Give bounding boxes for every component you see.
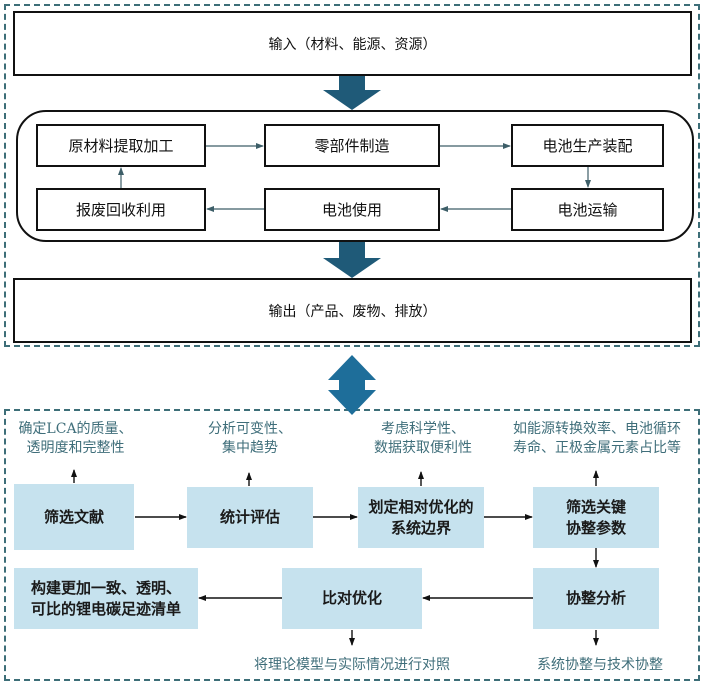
process-statistical-evaluation: 统计评估: [187, 487, 313, 548]
note-line2: 寿命、正极金属元素占比等: [513, 439, 681, 456]
step-raw-materials: 原材料提取加工: [36, 124, 206, 167]
process-label-line1: 构建更加一致、透明、: [30, 579, 181, 598]
note-key-parameters: 如能源转换效率、电池循环 寿命、正极金属元素占比等: [497, 420, 697, 458]
input-label: 输入（材料、能源、资源）: [268, 36, 437, 53]
step-battery-use: 电池使用: [264, 188, 440, 231]
note-line1: 确定LCA的质量、: [18, 421, 133, 437]
double-arrow: [328, 355, 376, 415]
output-box: 输出（产品、废物、排放）: [13, 278, 692, 343]
note-line1: 考虑科学性、: [381, 421, 465, 437]
note-line1: 如能源转换效率、电池循环: [513, 421, 681, 437]
process-label: 统计评估: [219, 508, 280, 527]
input-box: 输入（材料、能源、资源）: [13, 11, 692, 76]
process-key-parameters: 筛选关键 协整参数: [533, 487, 659, 548]
process-compare-optimize: 比对优化: [282, 568, 422, 629]
process-system-boundary: 划定相对优化的 系统边界: [358, 487, 484, 548]
process-label-line1: 筛选关键: [565, 498, 626, 517]
note-compare-optimize: 将理论模型与实际情况进行对照: [232, 656, 472, 675]
process-screen-literature: 筛选文献: [14, 484, 134, 550]
process-label-line2: 可比的锂电碳足迹清单: [30, 599, 181, 618]
note-cointegration: 系统协整与技术协整: [515, 656, 685, 675]
process-label: 比对优化: [321, 589, 382, 608]
note-line2: 数据获取便利性: [374, 439, 472, 456]
lifecycle-group-frame: [4, 4, 700, 347]
note-line1: 分析可变性、: [208, 421, 292, 437]
step-label: 原材料提取加工: [68, 137, 174, 155]
step-label: 电池使用: [321, 201, 382, 219]
step-label: 电池生产装配: [542, 137, 633, 155]
step-battery-assembly: 电池生产装配: [511, 124, 664, 167]
process-cointegration-analysis: 协整分析: [533, 568, 659, 629]
process-label-line1: 划定相对优化的: [368, 498, 474, 517]
step-label: 报废回收利用: [75, 201, 166, 219]
step-parts-manufacturing: 零部件制造: [264, 124, 440, 167]
process-label: 协整分析: [565, 589, 626, 608]
note-system-boundary: 考虑科学性、 数据获取便利性: [360, 420, 486, 458]
note-screen-literature: 确定LCA的质量、 透明度和完整性: [8, 420, 143, 458]
note-line1: 系统协整与技术协整: [537, 657, 663, 673]
step-label: 零部件制造: [314, 137, 390, 155]
process-label: 筛选文献: [43, 507, 104, 526]
note-line2: 集中趋势: [222, 439, 278, 456]
note-line2: 透明度和完整性: [26, 439, 125, 456]
step-battery-transport: 电池运输: [511, 188, 664, 231]
step-label: 电池运输: [557, 201, 618, 219]
process-label-line2: 协整参数: [565, 518, 626, 537]
process-label-line2: 系统边界: [390, 518, 451, 537]
note-statistical-evaluation: 分析可变性、 集中趋势: [190, 420, 310, 458]
step-recycling: 报废回收利用: [36, 188, 206, 231]
output-label: 输出（产品、废物、排放）: [268, 303, 437, 320]
note-line1: 将理论模型与实际情况进行对照: [254, 657, 450, 673]
process-build-inventory: 构建更加一致、透明、 可比的锂电碳足迹清单: [14, 568, 198, 629]
